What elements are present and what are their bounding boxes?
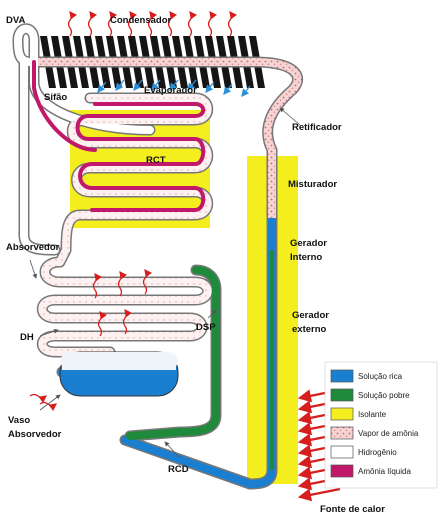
heat-release-arrow xyxy=(142,268,153,295)
label-dsp: DSP xyxy=(196,322,216,333)
pointer-rcd xyxy=(164,441,181,459)
label-gerador-interno-1: Gerador xyxy=(290,238,327,249)
label-dh: DH xyxy=(20,332,34,343)
heat-release-arrows xyxy=(29,10,238,412)
legend-swatch-ammonia_vapor xyxy=(330,426,354,440)
cold-arrow xyxy=(241,85,251,98)
cold-arrow xyxy=(205,81,215,94)
label-rct: RCT xyxy=(146,155,166,166)
legend-swatch-hydrogen xyxy=(330,445,354,459)
heat-release-arrow xyxy=(29,393,48,404)
mixer-vapor xyxy=(268,168,276,218)
pointer-vaso xyxy=(39,394,61,411)
heat-release-arrow xyxy=(117,270,128,297)
label-condensador: Condensador xyxy=(110,15,172,26)
label-evaporador: Evaporador xyxy=(144,85,197,96)
legend-swatch-rich_solution xyxy=(330,369,354,383)
heat-release-arrow xyxy=(207,10,218,37)
cold-arrow xyxy=(133,79,143,92)
legend-swatch-poor_solution xyxy=(330,388,354,402)
cold-arrow xyxy=(187,79,197,92)
label-retificador: Retificador xyxy=(292,122,342,133)
evaporator-cold-arrows xyxy=(97,79,251,98)
rct-liquid-line xyxy=(75,102,206,212)
heat-release-arrow xyxy=(92,272,103,299)
legend-label-poor_solution: Solução pobre xyxy=(358,391,410,400)
evaporator-coil xyxy=(62,94,212,254)
heat-release-arrow xyxy=(67,10,78,37)
pointer-dh xyxy=(39,328,59,337)
cold-arrow xyxy=(115,79,125,92)
heat-release-arrow xyxy=(167,10,178,37)
label-absorvedor: Absorvedor xyxy=(6,242,60,253)
legend-label-hydrogen: Hidrogênio xyxy=(358,448,397,457)
pointer-retificador xyxy=(279,107,301,126)
heat-release-arrow xyxy=(187,10,198,37)
label-gerador-externo-1: Gerador xyxy=(292,310,329,321)
legend-label-rich_solution: Solução rica xyxy=(358,372,403,381)
legend-swatch-insulation xyxy=(330,407,354,421)
label-misturador: Misturador xyxy=(288,179,337,190)
heat-release-arrow xyxy=(227,10,238,37)
label-dva: DVA xyxy=(6,15,25,26)
label-vaso-1: Vaso xyxy=(8,415,30,426)
label-rcd: RCD xyxy=(168,464,189,475)
heat-release-arrow xyxy=(87,10,98,37)
cold-arrow xyxy=(169,79,179,92)
label-gerador-interno-2: Interno xyxy=(290,252,322,263)
condenser-pipe xyxy=(26,58,302,184)
legend-swatch-liquid_ammonia xyxy=(330,464,354,478)
absorber-vessel xyxy=(59,351,179,397)
generator-internal-tube xyxy=(121,176,276,488)
label-gerador-externo-2: externo xyxy=(292,324,327,335)
label-vaso-2: Absorvedor xyxy=(8,429,62,440)
hydrogen-return-pipe xyxy=(20,58,59,254)
pointer-dsp xyxy=(207,309,217,319)
heat-release-arrow xyxy=(107,10,118,37)
absorber-coil xyxy=(38,246,212,356)
heat-release-arrow xyxy=(97,310,108,337)
heat-release-arrow xyxy=(127,10,138,37)
legend-label-ammonia_vapor: Vapor de amônia xyxy=(358,429,419,438)
cold-arrow xyxy=(151,79,161,92)
siphon-line xyxy=(32,60,97,152)
label-sifao: Sifão xyxy=(44,92,67,103)
heat-arrow xyxy=(297,487,341,502)
legend-label-insulation: Isolante xyxy=(358,410,387,419)
heat-release-arrow xyxy=(147,10,158,37)
pointer-absorvedor xyxy=(29,259,38,279)
dsp-tube xyxy=(126,266,220,440)
cold-arrow xyxy=(223,83,233,96)
cold-arrow xyxy=(97,81,107,94)
heat-release-arrow xyxy=(122,308,133,335)
legend-label-liquid_ammonia: Amônia líquida xyxy=(358,467,411,476)
label-fonte-de-calor: Fonte de calor xyxy=(320,504,385,515)
